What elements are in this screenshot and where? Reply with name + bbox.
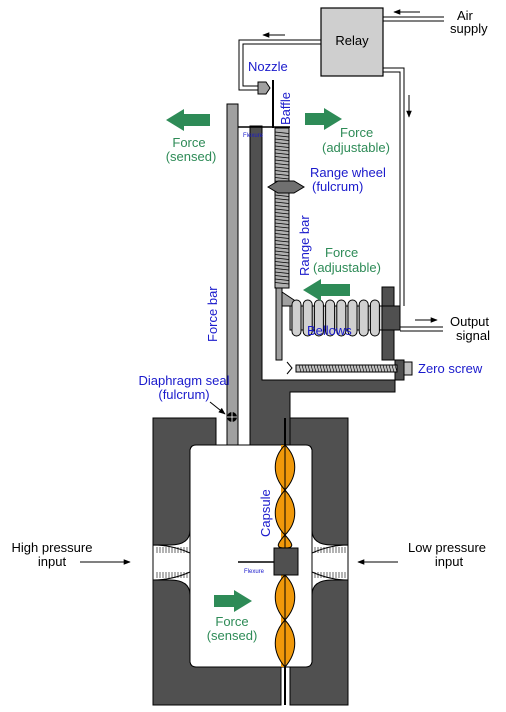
- force-sensed-bottom: Force (sensed): [207, 590, 258, 643]
- svg-text:(sensed): (sensed): [166, 149, 217, 164]
- svg-text:input: input: [38, 554, 67, 569]
- svg-text:Nozzle: Nozzle: [248, 59, 288, 74]
- air-supply-tube: Air supply: [383, 8, 488, 36]
- isolating-diaphragm-left: [152, 544, 191, 581]
- svg-text:Bellows: Bellows: [307, 323, 352, 338]
- nozzle: Nozzle: [248, 59, 288, 95]
- svg-text:signal: signal: [456, 328, 490, 343]
- isolating-diaphragm-right: [311, 544, 349, 581]
- svg-text:Force: Force: [172, 135, 205, 150]
- capsule: Capsule: [258, 418, 296, 705]
- svg-text:input: input: [435, 554, 464, 569]
- svg-text:Air: Air: [457, 8, 474, 23]
- baffle-label: Baffle: [278, 92, 293, 125]
- diaphragm-seal: Diaphragm seal (fulcrum): [138, 373, 237, 422]
- svg-text:Zero screw: Zero screw: [418, 361, 483, 376]
- force-adjustable-mid: Force (adjustable): [303, 245, 381, 301]
- range-wheel: Range wheel (fulcrum): [267, 165, 386, 194]
- svg-text:Force: Force: [340, 125, 373, 140]
- flexure-top-label: Flexure: [243, 133, 264, 139]
- relay-unit: Relay: [320, 7, 384, 77]
- force-bar-label: Force bar: [205, 286, 220, 342]
- svg-text:(adjustable): (adjustable): [313, 260, 381, 275]
- capsule-label: Capsule: [258, 489, 273, 537]
- force-sensed-top: Force (sensed): [166, 109, 217, 164]
- force-sensed-top-arrow: [166, 109, 210, 131]
- force-adjustable-top-arrow: [305, 108, 342, 130]
- nozzle-tube: [238, 32, 321, 91]
- output-signal: Output signal: [400, 314, 490, 343]
- svg-text:High pressure: High pressure: [12, 540, 93, 555]
- svg-text:(fulcrum): (fulcrum): [312, 179, 363, 194]
- range-bar-label: Range bar: [297, 215, 312, 276]
- svg-text:Force: Force: [325, 245, 358, 260]
- svg-text:Range wheel: Range wheel: [310, 165, 386, 180]
- range-bar: Range bar: [274, 127, 312, 361]
- svg-text:Diaphragm seal: Diaphragm seal: [138, 373, 229, 388]
- bellows: Bellows: [289, 299, 383, 338]
- svg-text:(sensed): (sensed): [207, 628, 258, 643]
- capsule-center-block: [273, 547, 299, 576]
- svg-text:(fulcrum): (fulcrum): [158, 387, 209, 402]
- relay-label: Relay: [335, 33, 369, 48]
- low-pressure-input: Low pressure input: [357, 540, 486, 569]
- high-pressure-input: High pressure input: [12, 540, 131, 569]
- flexure-bottom-label: Flexure: [244, 569, 265, 575]
- svg-text:Low pressure: Low pressure: [408, 540, 486, 555]
- svg-text:(adjustable): (adjustable): [322, 140, 390, 155]
- force-adjustable-mid-arrow: [303, 279, 350, 301]
- zero-screw: Zero screw: [286, 361, 483, 376]
- force-adjustable-top: Force (adjustable): [305, 108, 390, 155]
- svg-text:supply: supply: [450, 21, 488, 36]
- output-tube: [383, 67, 412, 306]
- relay-box: [320, 7, 384, 77]
- force-sensed-bottom-arrow: [214, 590, 252, 612]
- svg-text:Output: Output: [450, 314, 489, 329]
- svg-text:Force: Force: [215, 614, 248, 629]
